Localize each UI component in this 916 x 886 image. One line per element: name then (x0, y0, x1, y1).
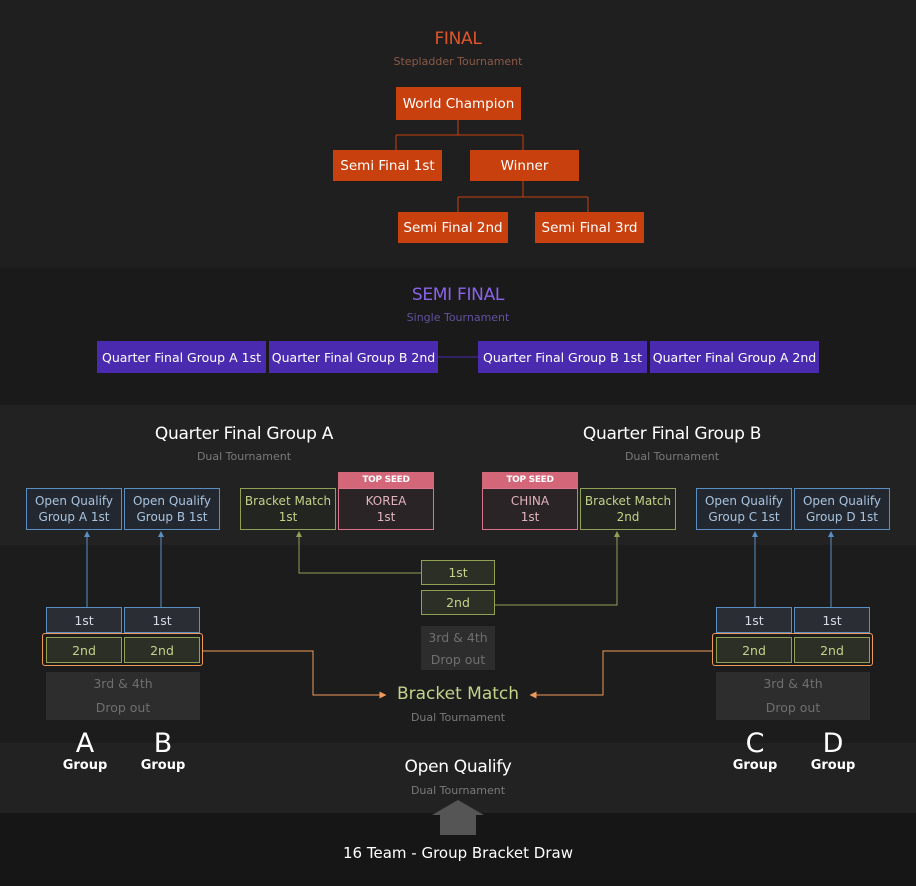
semi-final-2nd-box: Semi Final 2nd (398, 212, 508, 243)
bracket-match-subtitle: Dual Tournament (410, 711, 506, 724)
group-a-rank-2nd: 2nd (46, 637, 122, 663)
box-line-2: Group C 1st (708, 510, 780, 524)
qf-group-a-subtitle: Dual Tournament (196, 450, 292, 463)
box-line-1: Open Qualify (802, 494, 882, 508)
box-line-1: KOREA (365, 494, 407, 508)
open-qualify-subtitle: Dual Tournament (410, 784, 506, 797)
top-seed-tag-china: TOP SEED (482, 472, 578, 488)
semi-final-subtitle: Single Tournament (406, 311, 510, 324)
box-line-2: 2nd (616, 510, 640, 524)
bracket-rank-3rd-4th: 3rd & 4th (421, 626, 495, 648)
box-line-2: 1st (278, 510, 298, 524)
semi-final-title: SEMI FINAL (411, 285, 505, 305)
semi-slot-qf-b-1st: Quarter Final Group B 1st (478, 341, 647, 373)
box-line-2: 1st (376, 510, 396, 524)
qf-group-b-title: Quarter Final Group B (582, 424, 762, 444)
bracket-rank-drop-out: Drop out (421, 648, 495, 670)
group-a-rank-1st: 1st (46, 607, 122, 633)
semi-slot-qf-a-2nd: Quarter Final Group A 2nd (650, 341, 819, 373)
qf-a-top-seed-korea: KOREA 1st (338, 488, 434, 530)
semi-final-3rd-box: Semi Final 3rd (535, 212, 644, 243)
group-b-label: Group (140, 758, 186, 773)
group-b-rank-1st: 1st (124, 607, 200, 633)
box-line-2: Group B 1st (136, 510, 208, 524)
qf-b-open-qualify-group-d: Open Qualify Group D 1st (794, 488, 890, 530)
qf-a-open-qualify-group-b: Open Qualify Group B 1st (124, 488, 220, 530)
final-subtitle: Stepladder Tournament (393, 55, 523, 68)
group-c-rank-2nd: 2nd (716, 637, 792, 663)
group-b-letter: B (153, 728, 173, 759)
box-line-2: Group A 1st (38, 510, 110, 524)
top-seed-tag-korea: TOP SEED (338, 472, 434, 488)
box-line-1: Bracket Match (584, 494, 672, 508)
open-qualify-title: Open Qualify (404, 757, 512, 777)
group-c-letter: C (745, 728, 765, 759)
box-line-1: Bracket Match (244, 494, 332, 508)
semi-final-1st-box: Semi Final 1st (333, 150, 442, 181)
box-line-1: CHINA (510, 494, 550, 508)
up-arrow-icon (432, 800, 484, 835)
semi-final-section (0, 268, 916, 405)
footer-text: 16 Team - Group Bracket Draw (343, 844, 573, 862)
left-rank-drop-out: Drop out (46, 694, 200, 720)
right-rank-3rd-4th: 3rd & 4th (716, 672, 870, 694)
box-line-2: Group D 1st (806, 510, 878, 524)
bracket-rank-1st: 1st (421, 560, 495, 585)
final-title: FINAL (434, 29, 482, 49)
group-d-label: Group (810, 758, 856, 773)
winner-box: Winner (470, 150, 579, 181)
qf-a-bracket-match-1st: Bracket Match 1st (240, 488, 336, 530)
box-line-1: Open Qualify (132, 494, 212, 508)
qf-group-a-title: Quarter Final Group A (154, 424, 334, 444)
world-champion-box: World Champion (396, 87, 521, 120)
qf-b-top-seed-china: CHINA 1st (482, 488, 578, 530)
left-rank-3rd-4th: 3rd & 4th (46, 672, 200, 694)
group-c-rank-1st: 1st (716, 607, 792, 633)
bracket-rank-2nd: 2nd (421, 590, 495, 615)
semi-slot-qf-a-1st: Quarter Final Group A 1st (97, 341, 266, 373)
qf-b-open-qualify-group-c: Open Qualify Group C 1st (696, 488, 792, 530)
qf-b-bracket-match-2nd: Bracket Match 2nd (580, 488, 676, 530)
qf-group-b-subtitle: Dual Tournament (624, 450, 720, 463)
group-d-rank-2nd: 2nd (794, 637, 870, 663)
right-2nd-highlight (712, 633, 873, 666)
box-line-2: 1st (520, 510, 540, 524)
right-rank-drop-out: Drop out (716, 694, 870, 720)
bracket-match-title: Bracket Match (396, 684, 520, 704)
qf-a-open-qualify-group-a: Open Qualify Group A 1st (26, 488, 122, 530)
group-b-rank-2nd: 2nd (124, 637, 200, 663)
left-2nd-highlight (42, 633, 203, 666)
semi-slot-qf-b-2nd: Quarter Final Group B 2nd (269, 341, 438, 373)
group-d-rank-1st: 1st (794, 607, 870, 633)
box-line-1: Open Qualify (34, 494, 114, 508)
box-line-1: Open Qualify (704, 494, 784, 508)
group-c-label: Group (732, 758, 778, 773)
group-a-letter: A (75, 728, 95, 759)
group-d-letter: D (822, 728, 844, 759)
group-a-label: Group (62, 758, 108, 773)
